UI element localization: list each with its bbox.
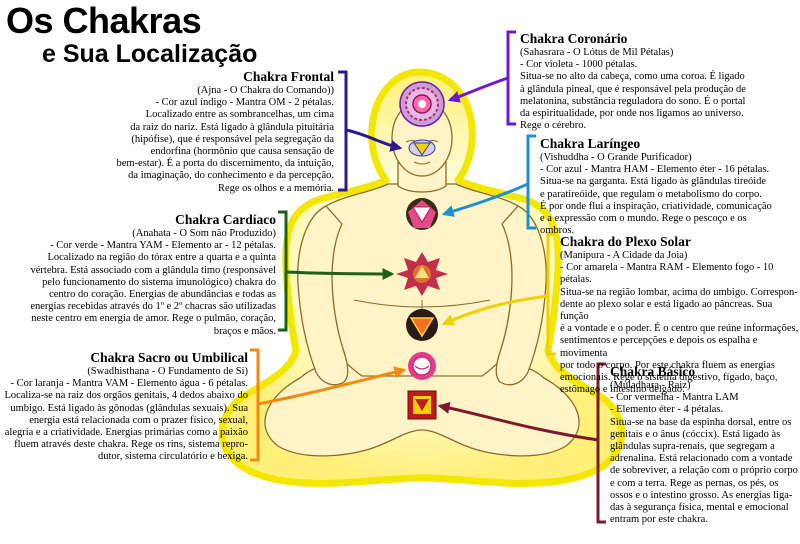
connector-laringeo (441, 134, 536, 230)
chakra-cardiaco-block: Chakra Cardíaco (Anahata - O Som não Pro… (2, 211, 276, 338)
chakra-laringeo-block: Chakra Laríngeo (Vishuddha - O Grande Pu… (540, 135, 798, 237)
chakra-basico-title: Chakra Básico (610, 364, 696, 379)
figure-right-arm (495, 205, 547, 386)
chakra-coronario-text: (Sahasrara - O Lótus de Mil Pétalas) - C… (520, 47, 746, 132)
chakra-plexo-text: (Manipura - A Cidade da Joia) - Cor amar… (560, 250, 799, 396)
chakra-laringeo-text: (Vishuddha - O Grande Purificador) - Cor… (540, 152, 772, 237)
connector-basico (437, 362, 606, 524)
main-title: Os Chakras (6, 0, 202, 41)
figure-left-arm (297, 205, 349, 386)
chakra-coronario-block: Chakra Coronário (Sahasrara - O Lótus de… (520, 30, 798, 132)
chakra-sacro-title: Chakra Sacro ou Umbilical (90, 350, 248, 365)
connector-plexo (441, 232, 556, 356)
chakra-cardiaco-symbol (396, 252, 448, 296)
connector-frontal (338, 70, 403, 192)
subtitle: e Sua Localização (42, 40, 258, 68)
chakra-frontal-symbol (408, 139, 436, 157)
chakra-sacro-block: Chakra Sacro ou Umbilical (Swadhisthana … (2, 349, 248, 464)
chakra-plexo-block: Chakra do Plexo Solar (Manipura - A Cida… (560, 233, 800, 396)
connector-coronario (447, 30, 516, 126)
chakra-cardiaco-title: Chakra Cardíaco (175, 212, 276, 227)
chakra-plexo-title: Chakra do Plexo Solar (560, 234, 691, 249)
chakra-sacro-text: (Swadhisthana - O Fundamento de Si) - Co… (4, 366, 248, 463)
chakra-frontal-block: Chakra Frontal (Ajna - O Chakra do Coman… (110, 68, 334, 195)
chakra-plexo-symbol (406, 309, 438, 341)
chakra-laringeo-title: Chakra Laríngeo (540, 136, 641, 151)
chakra-basico-symbol (407, 390, 437, 420)
chakra-laringeo-symbol (406, 198, 438, 230)
connector-cardiaco (278, 210, 395, 332)
chakra-frontal-text: (Ajna - O Chakra do Comando)) - Cor azul… (116, 85, 334, 194)
chakra-coronario-symbol (399, 81, 445, 127)
chakra-coronario-title: Chakra Coronário (520, 31, 628, 46)
chakra-frontal-title: Chakra Frontal (243, 69, 334, 84)
chakra-cardiaco-text: (Anahata - O Som não Produzido) - Cor ve… (30, 228, 276, 337)
chakra-sacro-symbol (408, 352, 436, 380)
chakra-basico-text: (Muladhara - Raiz) - Cor vermelha - Mant… (610, 380, 798, 526)
connector-sacro (250, 348, 407, 462)
chakra-basico-block: Chakra Básico (Muladhara - Raiz) - Cor v… (610, 363, 800, 526)
